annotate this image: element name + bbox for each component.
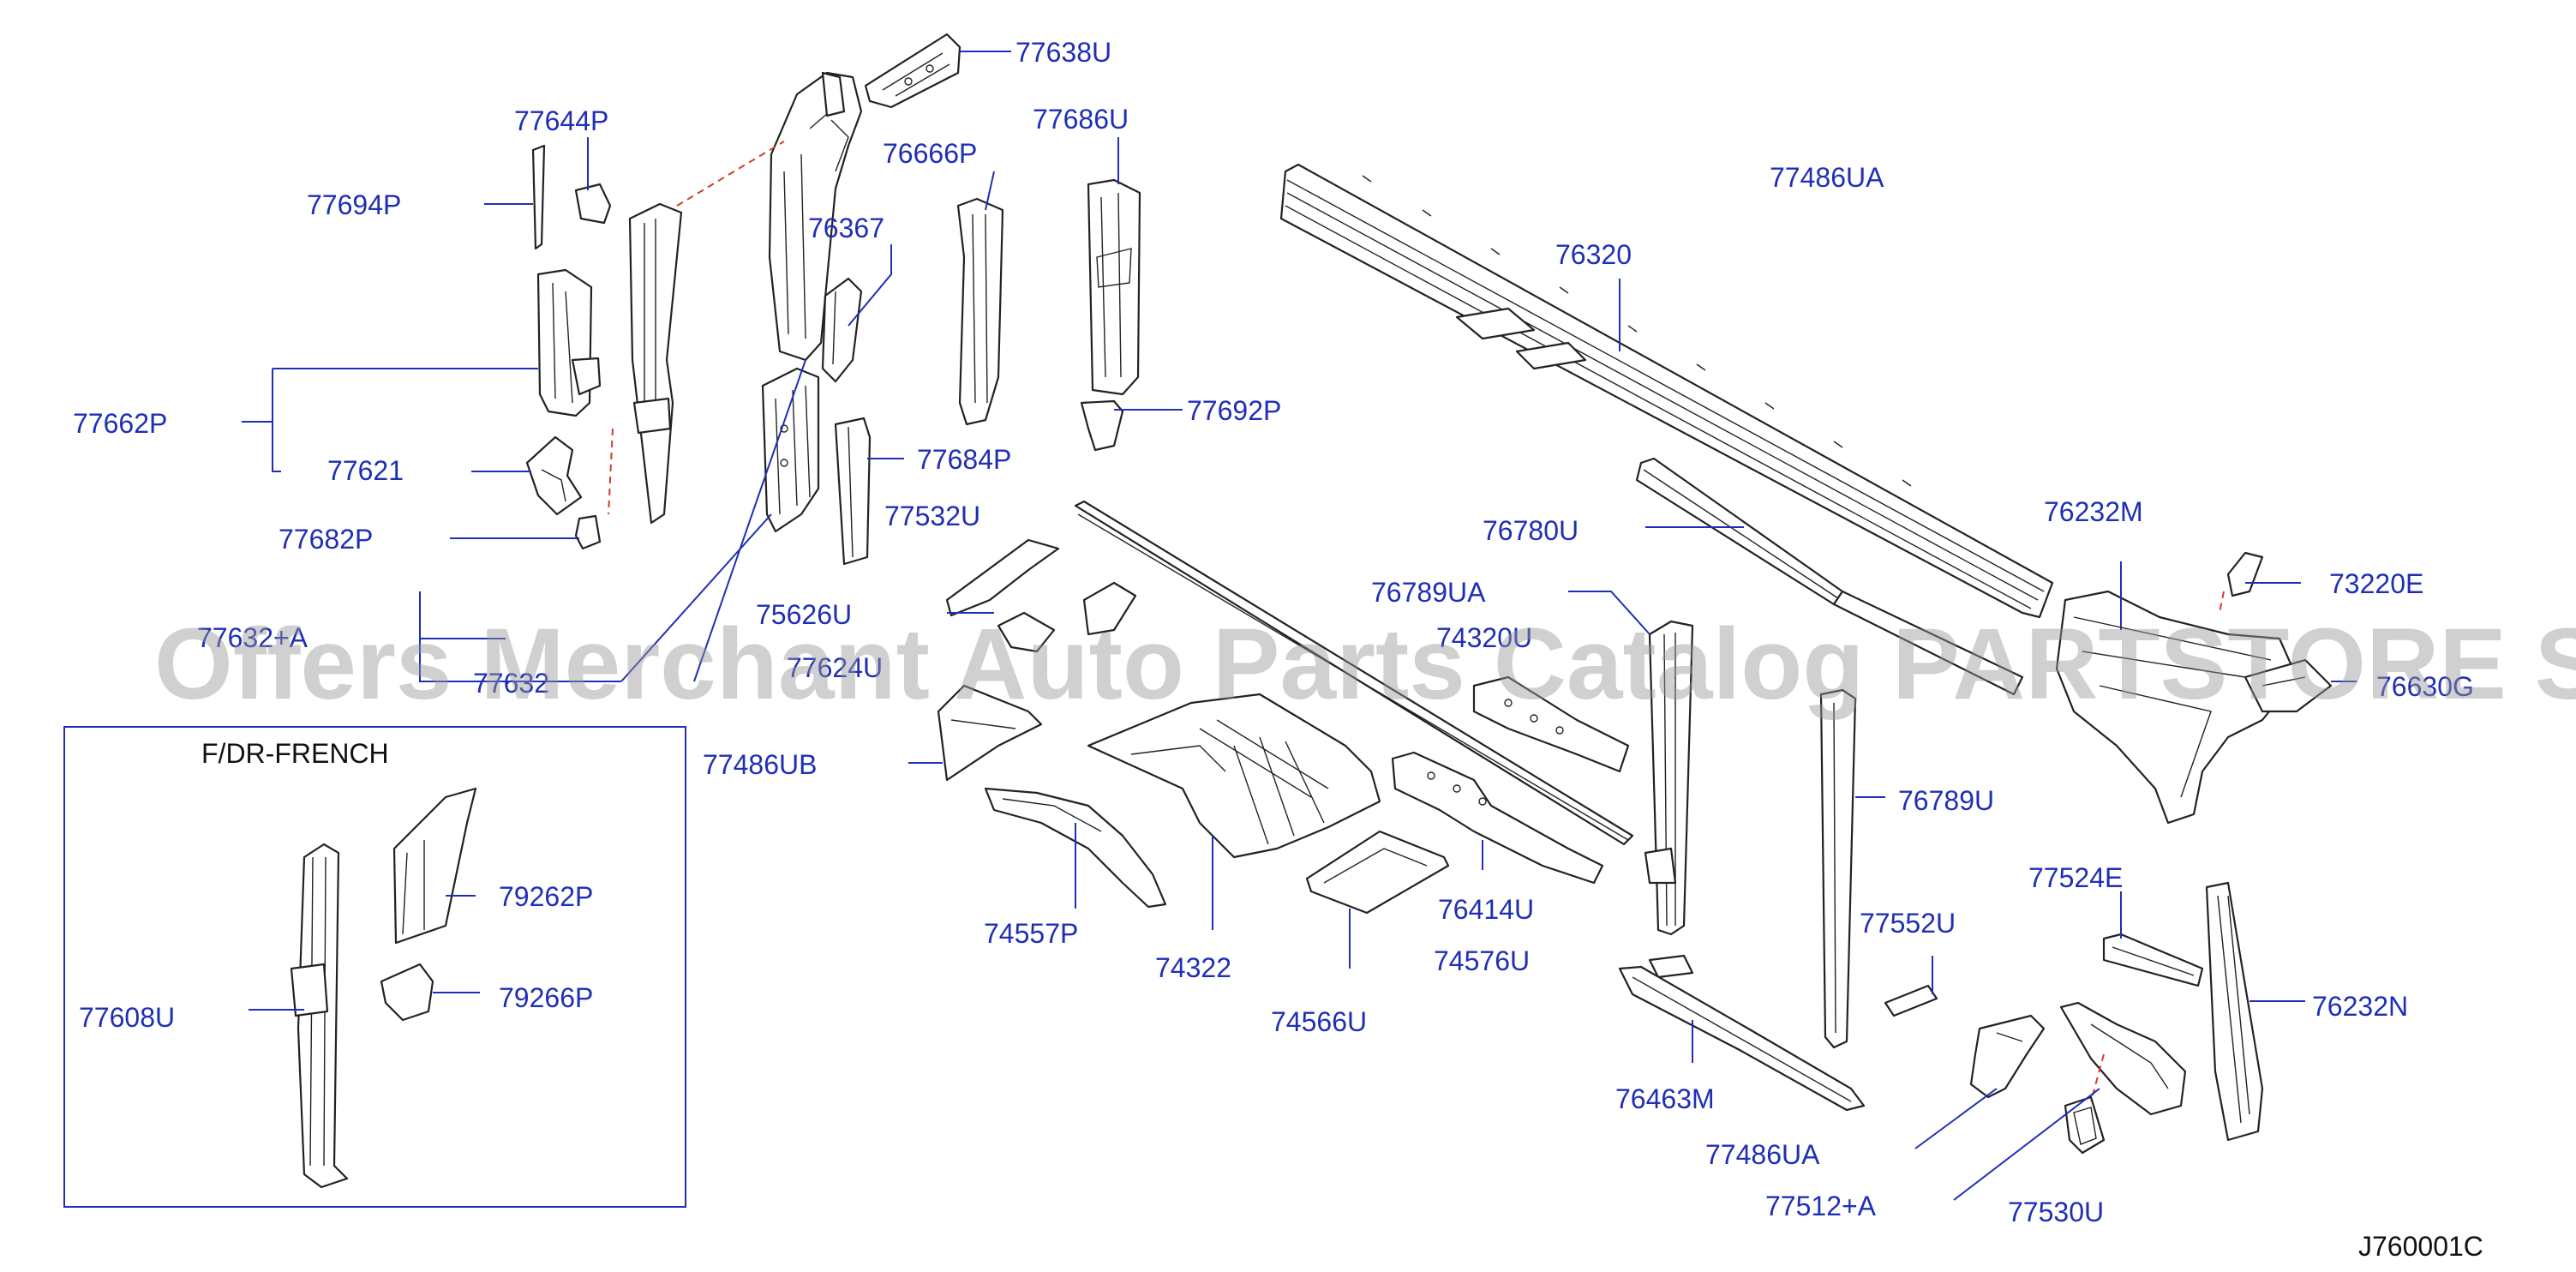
part-75626U bbox=[761, 367, 820, 533]
part-77512A bbox=[2059, 1001, 2187, 1116]
part-76463M bbox=[1618, 965, 1866, 1112]
watermark: Offers Merchant Auto Parts Catalog PARTS… bbox=[154, 608, 2576, 721]
part-bracket-upper bbox=[945, 538, 1137, 636]
part-76232M bbox=[2055, 590, 2298, 825]
label-76780U[interactable]: 76780U bbox=[1483, 515, 1579, 546]
label-77532U[interactable]: 77532U bbox=[884, 501, 980, 531]
part-77638U bbox=[864, 33, 962, 109]
part-76414U bbox=[1391, 751, 1604, 885]
label-77524E[interactable]: 77524E bbox=[2028, 862, 2123, 893]
label-77686U[interactable]: 77686U bbox=[1033, 104, 1129, 135]
part-74566U bbox=[1305, 830, 1450, 915]
part-77552U bbox=[1884, 984, 1938, 1017]
part-76666P bbox=[956, 197, 1004, 426]
label-77682P[interactable]: 77682P bbox=[279, 524, 373, 555]
inset-title: F/DR-FRENCH bbox=[201, 738, 389, 769]
part-77632A-pillar bbox=[768, 71, 863, 362]
part-79262P bbox=[392, 787, 477, 945]
label-76463M[interactable]: 76463M bbox=[1615, 1083, 1715, 1114]
part-77608U bbox=[290, 843, 349, 1189]
part-77532U-rail bbox=[1074, 500, 1634, 846]
label-77530U[interactable]: 77530U bbox=[2008, 1197, 2104, 1227]
part-76780U-rail bbox=[1635, 457, 2024, 696]
label-77638U[interactable]: 77638U bbox=[1015, 37, 1111, 68]
label-76630G[interactable]: 76630G bbox=[2376, 671, 2474, 702]
part-77621 bbox=[525, 435, 583, 516]
label-79266P[interactable]: 79266P bbox=[499, 982, 593, 1013]
part-77662P bbox=[536, 268, 602, 417]
label-76232N[interactable]: 76232N bbox=[2312, 991, 2408, 1022]
part-drawings bbox=[290, 33, 2333, 1189]
part-74557P bbox=[984, 787, 1167, 909]
label-77692P[interactable]: 77692P bbox=[1187, 395, 1281, 426]
label-74320U[interactable]: 74320U bbox=[1436, 622, 1532, 653]
part-76789UA bbox=[1644, 620, 1694, 936]
label-77621[interactable]: 77621 bbox=[327, 455, 404, 486]
label-77684P[interactable]: 77684P bbox=[917, 444, 1011, 475]
inset-frame bbox=[63, 726, 686, 1208]
part-77486UA-bottom bbox=[1969, 1014, 2046, 1099]
dashed-connector bbox=[608, 428, 614, 515]
part-74322 bbox=[1087, 693, 1381, 859]
label-77632A[interactable]: 77632+A bbox=[197, 622, 309, 653]
label-77632[interactable]: 77632 bbox=[473, 668, 549, 699]
label-77512A[interactable]: 77512+A bbox=[1765, 1191, 1877, 1221]
label-76320[interactable]: 76320 bbox=[1555, 239, 1632, 270]
label-74322[interactable]: 74322 bbox=[1155, 952, 1231, 983]
label-75626U[interactable]: 75626U bbox=[756, 599, 852, 630]
label-76232M[interactable]: 76232M bbox=[2044, 496, 2143, 527]
part-76789U bbox=[1819, 688, 1857, 1049]
part-74320U bbox=[1472, 675, 1630, 773]
part-73220E bbox=[2226, 551, 2264, 597]
diagram-code: J760001C bbox=[2358, 1231, 2483, 1262]
part-77684P bbox=[834, 417, 872, 566]
part-77644P bbox=[574, 183, 612, 225]
dashed-connector bbox=[2219, 591, 2225, 614]
part-76367 bbox=[821, 277, 863, 383]
part-79266P bbox=[380, 963, 434, 1022]
dashed-connector bbox=[676, 141, 785, 207]
part-77624U bbox=[997, 611, 1056, 653]
label-77624U[interactable]: 77624U bbox=[787, 652, 883, 683]
part-77530U bbox=[2064, 1095, 2106, 1155]
label-74557P[interactable]: 74557P bbox=[984, 918, 1078, 949]
part-77682P bbox=[574, 514, 602, 550]
label-74576U[interactable]: 74576U bbox=[1434, 945, 1530, 976]
label-77552U[interactable]: 77552U bbox=[1860, 908, 1956, 939]
label-77486UB[interactable]: 77486UB bbox=[703, 749, 817, 780]
label-77486UA-top[interactable]: 77486UA bbox=[1770, 162, 1884, 193]
label-77662P[interactable]: 77662P bbox=[73, 408, 167, 439]
leader-lines bbox=[242, 51, 2357, 1201]
label-76789U[interactable]: 76789U bbox=[1898, 785, 1994, 816]
label-76367[interactable]: 76367 bbox=[808, 213, 884, 243]
label-77608U[interactable]: 77608U bbox=[79, 1002, 175, 1033]
part-76320-rail bbox=[1279, 163, 2054, 619]
label-77644P[interactable]: 77644P bbox=[514, 105, 608, 136]
part-77486UB bbox=[937, 684, 1043, 782]
label-76666P[interactable]: 76666P bbox=[883, 138, 977, 169]
label-76414U[interactable]: 76414U bbox=[1438, 894, 1534, 925]
label-76789UA[interactable]: 76789UA bbox=[1371, 577, 1486, 608]
label-79262P[interactable]: 79262P bbox=[499, 881, 593, 912]
part-labels: 77638U 77644P 77686U 77694P 76666P 76367… bbox=[73, 37, 2483, 1262]
label-74566U[interactable]: 74566U bbox=[1271, 1006, 1367, 1037]
part-77694P bbox=[531, 144, 546, 250]
label-77694P[interactable]: 77694P bbox=[307, 189, 401, 220]
part-77686U bbox=[1087, 178, 1141, 396]
label-77486UA-bottom[interactable]: 77486UA bbox=[1705, 1139, 1820, 1170]
part-76630G bbox=[2244, 658, 2333, 713]
part-77632-pillar bbox=[628, 202, 683, 525]
part-74576U bbox=[1648, 954, 1694, 979]
part-76232N bbox=[2205, 881, 2264, 1142]
label-73220E[interactable]: 73220E bbox=[2329, 568, 2423, 599]
part-77692P bbox=[1080, 399, 1124, 452]
part-77524E bbox=[2102, 933, 2204, 987]
